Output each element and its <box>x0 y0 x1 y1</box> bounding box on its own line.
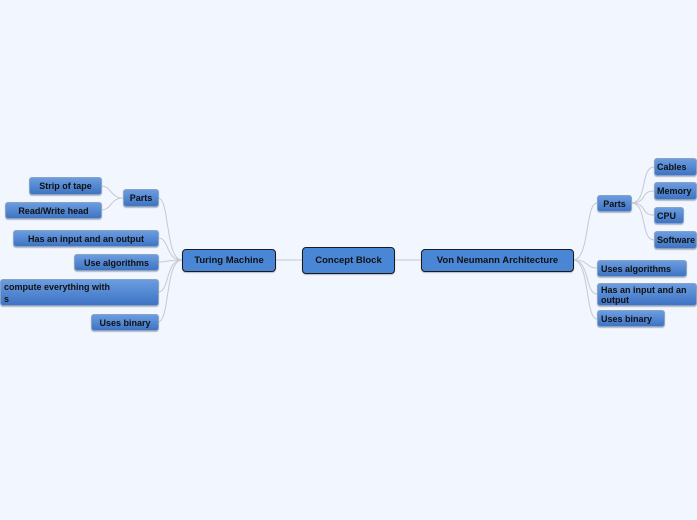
compute-line-2: s <box>4 293 10 304</box>
turing-parts-node[interactable]: Parts <box>123 189 159 207</box>
turing-compute-node[interactable]: compute everything with s <box>0 279 159 306</box>
turing-algorithms-node[interactable]: Use algorithms <box>74 254 159 271</box>
compute-line-1: compute everything with <box>4 281 111 292</box>
memory-node[interactable]: Memory <box>654 182 697 200</box>
vn-parts-node[interactable]: Parts <box>597 195 632 212</box>
vn-input-output-node[interactable]: Has an input and an output <box>597 283 697 306</box>
turing-input-output-node[interactable]: Has an input and an output <box>13 230 159 247</box>
turing-binary-node[interactable]: Uses binary <box>91 314 159 331</box>
turing-machine-node[interactable]: Turing Machine <box>182 249 276 272</box>
vn-binary-node[interactable]: Uses binary <box>597 310 665 327</box>
strip-of-tape-node[interactable]: Strip of tape <box>29 177 102 195</box>
vn-algorithms-node[interactable]: Uses algorithms <box>597 260 687 277</box>
root-node[interactable]: Concept Block <box>302 247 395 274</box>
cpu-node[interactable]: CPU <box>654 207 684 224</box>
software-node[interactable]: Software <box>654 231 697 249</box>
von-neumann-node[interactable]: Von Neumann Architecture <box>421 249 574 272</box>
read-write-head-node[interactable]: Read/Write head <box>5 202 102 219</box>
cables-node[interactable]: Cables <box>654 158 697 176</box>
